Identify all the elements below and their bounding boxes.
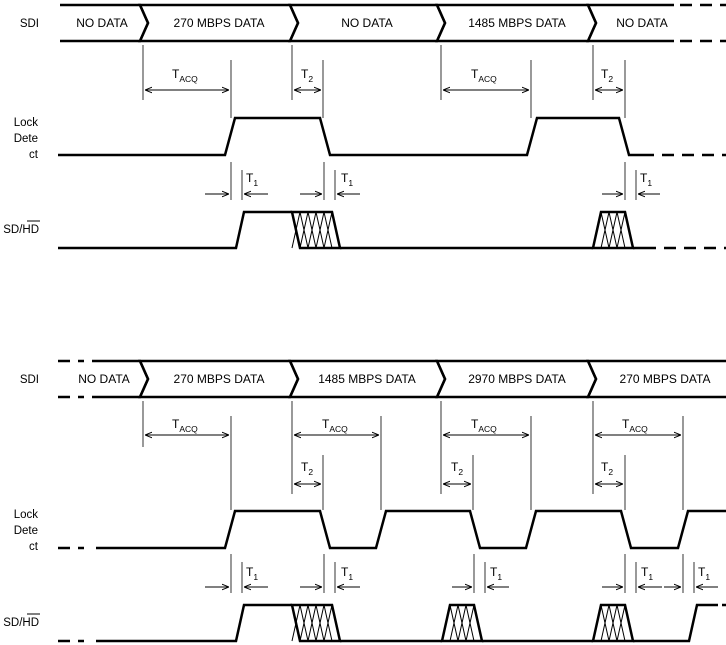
bottom-t1-label-5: T1 <box>698 565 710 582</box>
bottom-t2-label-3: T2 <box>601 460 613 477</box>
bottom-sdi-segment-4: 2970 MBPS DATA <box>468 372 566 386</box>
top-sdi-segment-3: NO DATA <box>341 16 393 30</box>
top-sdi-segment-2: 270 MBPS DATA <box>174 16 265 30</box>
bottom-sdi-label: SDI <box>20 374 39 386</box>
top-sd-hd-label: SD/HD <box>3 220 40 236</box>
top-sd-hd-waveform <box>58 210 726 250</box>
top-reference-lines <box>142 45 637 200</box>
bottom-tacq-label-1: TACQ <box>172 417 198 434</box>
bottom-sdi-segment-2: 270 MBPS DATA <box>174 372 265 386</box>
top-tacq-label-2: TACQ <box>471 67 497 84</box>
bottom-t2-label-1: T2 <box>301 460 313 477</box>
top-t1-label-3: T1 <box>640 171 652 188</box>
bottom-timing-arrows <box>145 435 718 587</box>
bottom-t1-label-2: T1 <box>341 565 353 582</box>
bottom-sdi-segment-3: 1485 MBPS DATA <box>318 372 416 386</box>
bottom-sdi-bus <box>58 359 726 399</box>
top-timing-diagram: SDI Lock Dete ct SD/HD NO DATA 270 MBPS … <box>3 3 726 250</box>
top-t1-label-2: T1 <box>341 171 353 188</box>
top-tacq-label-1: TACQ <box>172 67 198 84</box>
svg-text:SD/HD: SD/HD <box>3 617 39 629</box>
bottom-timing-diagram: SDI Lock Dete ct SD/HD NO DATA 270 MBPS … <box>3 359 726 643</box>
bottom-lock-detect-label-2: Dete <box>14 525 38 537</box>
top-lock-detect-waveform <box>58 116 726 157</box>
top-t1-label-1: T1 <box>246 171 258 188</box>
top-t2-label-2: T2 <box>601 67 613 84</box>
top-sdi-segment-1: NO DATA <box>76 16 128 30</box>
bottom-tacq-label-4: TACQ <box>622 417 648 434</box>
top-timing-arrows <box>145 90 660 194</box>
bottom-sd-hd-waveform <box>58 603 726 643</box>
bottom-tacq-label-3: TACQ <box>471 417 497 434</box>
svg-text:SD/HD: SD/HD <box>3 224 39 236</box>
bottom-sdi-segment-5: 270 MBPS DATA <box>620 372 711 386</box>
bottom-t2-label-2: T2 <box>451 460 463 477</box>
top-sdi-bus <box>60 3 726 43</box>
bottom-reference-lines <box>142 401 695 593</box>
bottom-sd-hd-crosshatch <box>291 604 626 642</box>
bottom-lock-detect-waveform <box>58 509 726 550</box>
bottom-lock-detect-label-1: Lock <box>14 509 39 521</box>
top-sd-hd-crosshatch <box>291 211 626 249</box>
top-sdi-segment-4: 1485 MBPS DATA <box>468 16 566 30</box>
top-lock-detect-label-2: Dete <box>14 133 38 145</box>
top-lock-detect-label-1: Lock <box>14 117 39 129</box>
bottom-sdi-segment-1: NO DATA <box>78 372 130 386</box>
top-sdi-label: SDI <box>20 18 39 30</box>
top-sdi-segment-5: NO DATA <box>616 16 668 30</box>
bottom-tacq-label-2: TACQ <box>322 417 348 434</box>
bottom-t1-label-4: T1 <box>641 565 653 582</box>
bottom-sd-hd-label: SD/HD <box>3 613 40 629</box>
bottom-t1-label-1: T1 <box>246 565 258 582</box>
top-lock-detect-label-3: ct <box>29 149 39 161</box>
top-t2-label-1: T2 <box>301 67 313 84</box>
bottom-t1-label-3: T1 <box>490 565 502 582</box>
bottom-lock-detect-label-3: ct <box>29 541 39 553</box>
